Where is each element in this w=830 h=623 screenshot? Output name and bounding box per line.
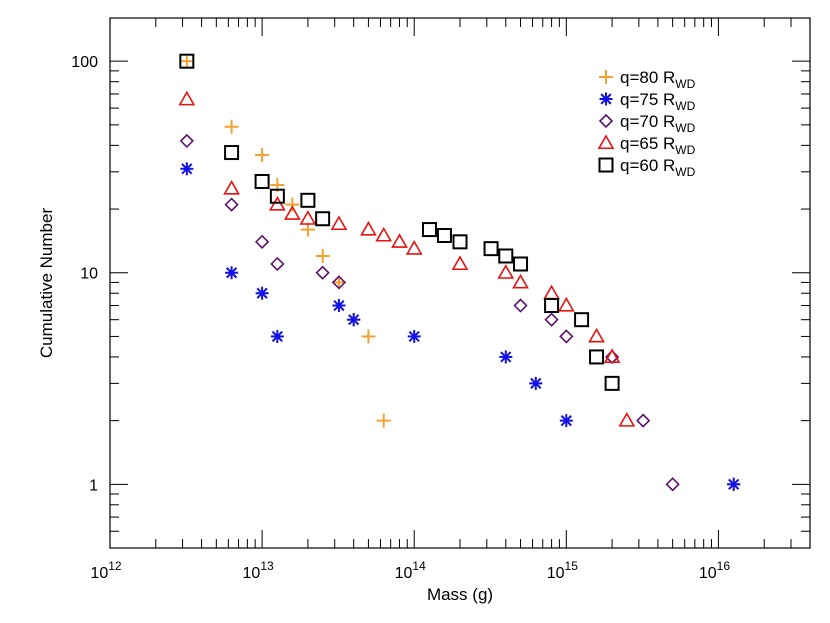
data-point (331, 275, 347, 290)
data-point (315, 265, 330, 280)
x-tick-label: 1015 (547, 559, 578, 582)
data-point (498, 248, 514, 264)
data-point (360, 220, 377, 236)
data-point (512, 273, 529, 289)
series-triangle (178, 90, 636, 427)
data-point (255, 286, 269, 300)
legend-marker (598, 157, 614, 173)
legend-marker (599, 70, 613, 84)
data-point (179, 53, 195, 69)
data-point (574, 312, 590, 328)
legend-label: q=60 RWD (620, 156, 696, 179)
legend-label: q=65 RWD (620, 134, 696, 157)
legend-label: q=75 RWD (620, 90, 696, 113)
data-point (254, 173, 270, 189)
data-point (179, 133, 194, 149)
data-point (347, 313, 361, 327)
data-markers (178, 53, 741, 492)
x-tick-label: 1014 (395, 559, 426, 582)
data-point (513, 256, 529, 272)
data-point (497, 264, 515, 279)
data-point (391, 233, 408, 248)
series-plus (179, 54, 741, 492)
data-point (300, 192, 316, 208)
data-point (544, 312, 559, 327)
y-axis-title: Cumulative Number (37, 208, 56, 359)
data-point (407, 329, 421, 343)
data-point (544, 298, 560, 314)
data-point (178, 90, 196, 106)
y-tick-label: 100 (71, 54, 98, 71)
data-point (315, 248, 330, 263)
x-tick-label: 1013 (243, 559, 274, 582)
data-point (283, 205, 301, 220)
data-point (636, 413, 651, 428)
data-point (452, 234, 468, 250)
data-point (179, 54, 194, 69)
data-point (270, 256, 285, 272)
data-point (604, 375, 620, 391)
data-point (269, 188, 285, 204)
series-asterisk (180, 162, 741, 491)
data-point (285, 197, 300, 212)
data-point (727, 477, 741, 491)
x-tick-label: 1012 (90, 559, 121, 582)
data-point (225, 266, 239, 280)
x-axis-title: Mass (g) (427, 585, 493, 604)
data-point (270, 329, 284, 343)
data-point (529, 376, 543, 390)
data-point (223, 179, 240, 195)
data-point (332, 299, 346, 313)
data-point (224, 119, 239, 134)
data-point (588, 327, 605, 343)
y-tick-label: 1 (89, 477, 98, 494)
series-square (179, 53, 620, 391)
data-point (589, 349, 605, 365)
data-point (483, 241, 499, 257)
data-point (665, 477, 680, 492)
data-point (405, 240, 423, 255)
data-point (559, 414, 573, 428)
y-tick-labels: 1 10 100 (71, 54, 98, 494)
axis-ticks (109, 18, 811, 549)
data-point (543, 284, 560, 300)
data-point (255, 148, 270, 163)
data-point (180, 162, 194, 176)
data-point (618, 412, 636, 427)
data-point (224, 197, 239, 212)
legend-label: q=70 RWD (620, 112, 696, 135)
data-point (331, 275, 346, 290)
data-point (330, 215, 348, 231)
data-point (224, 145, 240, 161)
legend-marker (597, 134, 615, 150)
data-point (436, 227, 452, 243)
data-point (315, 211, 331, 227)
data-point (557, 296, 575, 312)
x-tick-labels: 1012 1013 1014 1015 1016 (90, 559, 730, 582)
data-point (603, 348, 621, 363)
data-point (254, 234, 270, 249)
x-tick-label: 1016 (699, 559, 730, 582)
data-point (375, 226, 393, 242)
y-tick-label: 10 (80, 266, 98, 283)
data-point (451, 255, 469, 271)
data-point (299, 210, 317, 225)
legend-marker (599, 92, 613, 106)
legend-marker (598, 113, 614, 129)
data-point (361, 329, 376, 344)
data-point (559, 329, 574, 344)
data-point (499, 350, 513, 364)
data-point (421, 222, 437, 238)
legend-label: q=80 RWD (620, 68, 696, 91)
data-point (300, 222, 315, 237)
plot-frame (109, 17, 811, 549)
data-point (376, 413, 391, 428)
data-point (513, 298, 528, 313)
